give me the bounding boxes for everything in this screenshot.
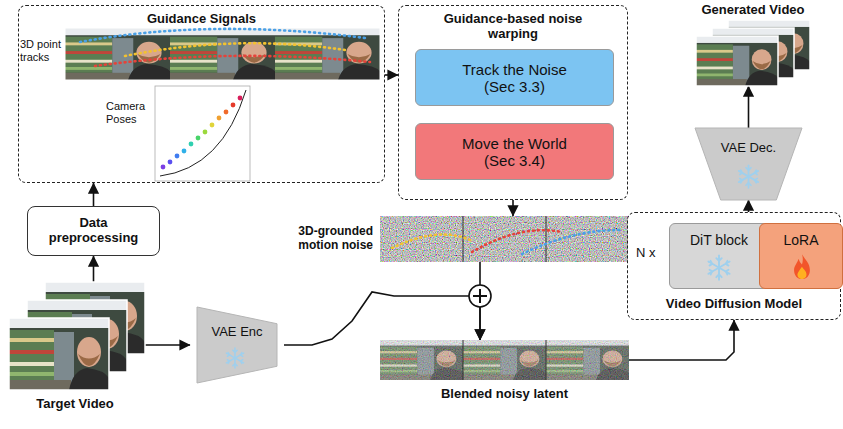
status-icon bbox=[739, 165, 759, 188]
flow-arrow bbox=[284, 292, 480, 345]
camera-pose-plot bbox=[160, 90, 246, 176]
target-video-stack bbox=[9, 318, 109, 390]
group-box: DiT blockLoRA Video Diffusion Model bbox=[627, 212, 841, 320]
signal-label: Camera Poses bbox=[106, 100, 152, 125]
node-text: LoRA bbox=[760, 232, 842, 248]
encoder-block-shape bbox=[190, 307, 284, 383]
flow-arrow bbox=[748, 86, 750, 128]
node-text: VAE Enc bbox=[190, 325, 284, 340]
motion-noise-image bbox=[392, 235, 470, 248]
motion-noise-image bbox=[392, 230, 620, 254]
camera-pose-plot bbox=[155, 86, 250, 181]
video-output: Generated Video bbox=[696, 20, 810, 86]
motion-noise-image bbox=[472, 230, 562, 252]
camera-pose-plot bbox=[217, 116, 222, 121]
point-tracks bbox=[125, 43, 345, 56]
process-box: Track the Noise (Sec 3.3) bbox=[415, 49, 614, 106]
motion-noise-image bbox=[546, 216, 547, 262]
decoder-block: VAE Dec. bbox=[688, 128, 809, 200]
generated-video-stack bbox=[696, 20, 810, 86]
decoder-block-outline bbox=[695, 128, 802, 200]
camera-pose-plot bbox=[168, 160, 173, 165]
blended-latent-image bbox=[546, 340, 547, 380]
point-tracks bbox=[95, 56, 370, 66]
flow-arrow bbox=[479, 262, 481, 340]
guidance-frames bbox=[65, 28, 170, 80]
noise-image: 3D-grounded motion noise bbox=[380, 216, 628, 262]
camera-pose-plot bbox=[224, 110, 229, 115]
node-text: Blended noisy latent bbox=[441, 387, 568, 402]
motion-noise-image bbox=[380, 216, 628, 262]
sum-symbol bbox=[479, 289, 481, 303]
process-box: Move the World (Sec 3.4) bbox=[415, 123, 614, 180]
node-text: Guidance-based noise warping bbox=[443, 12, 583, 42]
guidance-frames bbox=[170, 28, 275, 80]
guidance-frames bbox=[65, 28, 380, 80]
target-video-stack bbox=[9, 282, 145, 390]
node-text: Guidance Signals bbox=[147, 12, 256, 27]
encoder-block-outline bbox=[197, 307, 277, 383]
process-box: Data preprocessing bbox=[27, 206, 160, 256]
model-block: DiT block bbox=[669, 223, 769, 289]
blended-latent-image bbox=[463, 340, 464, 380]
encoder-block: VAE Enc bbox=[190, 307, 284, 383]
camera-pose-plot bbox=[189, 142, 194, 147]
node-text: Track the Noise (Sec 3.3) bbox=[450, 60, 580, 95]
status-icon bbox=[708, 255, 729, 279]
node-text: Video Diffusion Model bbox=[666, 297, 802, 312]
guidance-frames bbox=[65, 28, 380, 80]
decoder-block-shape bbox=[688, 128, 809, 200]
flow-arrow bbox=[629, 320, 734, 360]
guidance-frames bbox=[275, 28, 380, 80]
flow-arrow bbox=[512, 200, 514, 216]
video-input: Target Video bbox=[5, 282, 145, 390]
camera-pose-plot bbox=[196, 136, 201, 141]
flow-arrow bbox=[93, 183, 95, 206]
generated-video-stack bbox=[696, 36, 778, 86]
target-video-stack bbox=[9, 318, 109, 390]
camera-pose-plot bbox=[238, 96, 243, 101]
blended-latent-image bbox=[380, 340, 629, 380]
adapter-block: LoRA bbox=[759, 223, 843, 289]
node-text: Generated Video bbox=[701, 3, 804, 18]
group-box: Guidance Signals bbox=[18, 5, 385, 183]
generated-video-stack bbox=[696, 36, 778, 86]
node-text: 3D-grounded motion noise bbox=[278, 225, 373, 253]
latent-image: Blended noisy latent bbox=[380, 340, 629, 380]
node-text: Data preprocessing bbox=[41, 216, 146, 246]
point-tracks bbox=[80, 29, 365, 42]
flow-arrow bbox=[145, 344, 190, 346]
motion-noise-image bbox=[463, 216, 464, 262]
camera-pose-plot bbox=[231, 103, 236, 108]
camera-pose-plot bbox=[182, 149, 187, 154]
sum-symbol bbox=[469, 285, 491, 307]
flow-arrow bbox=[93, 256, 95, 282]
node-text: DiT block bbox=[670, 232, 768, 248]
node-text: Target Video bbox=[36, 397, 114, 412]
camera-pose-plot bbox=[175, 154, 180, 159]
camera-pose-plot bbox=[155, 86, 250, 181]
group-box: Track the Noise (Sec 3.3) Move the World … bbox=[398, 5, 628, 200]
status-icon bbox=[226, 348, 243, 368]
flow-arrow bbox=[385, 74, 398, 76]
camera-pose-plot bbox=[203, 130, 208, 135]
motion-noise-image bbox=[522, 230, 620, 254]
node-text: VAE Dec. bbox=[688, 141, 809, 156]
sum-symbol bbox=[469, 285, 491, 307]
camera-pose-plot bbox=[161, 165, 166, 170]
point-tracks bbox=[80, 29, 370, 66]
blended-latent-image bbox=[380, 340, 629, 380]
signal-label: 3D point tracks bbox=[20, 38, 68, 63]
camera-pose-plot bbox=[210, 123, 215, 128]
status-icon bbox=[794, 254, 810, 279]
flow-arrow bbox=[748, 200, 750, 212]
motion-noise-image bbox=[380, 216, 628, 262]
repeat-label: N x bbox=[636, 246, 666, 261]
node-text: Move the World (Sec 3.4) bbox=[450, 134, 580, 169]
